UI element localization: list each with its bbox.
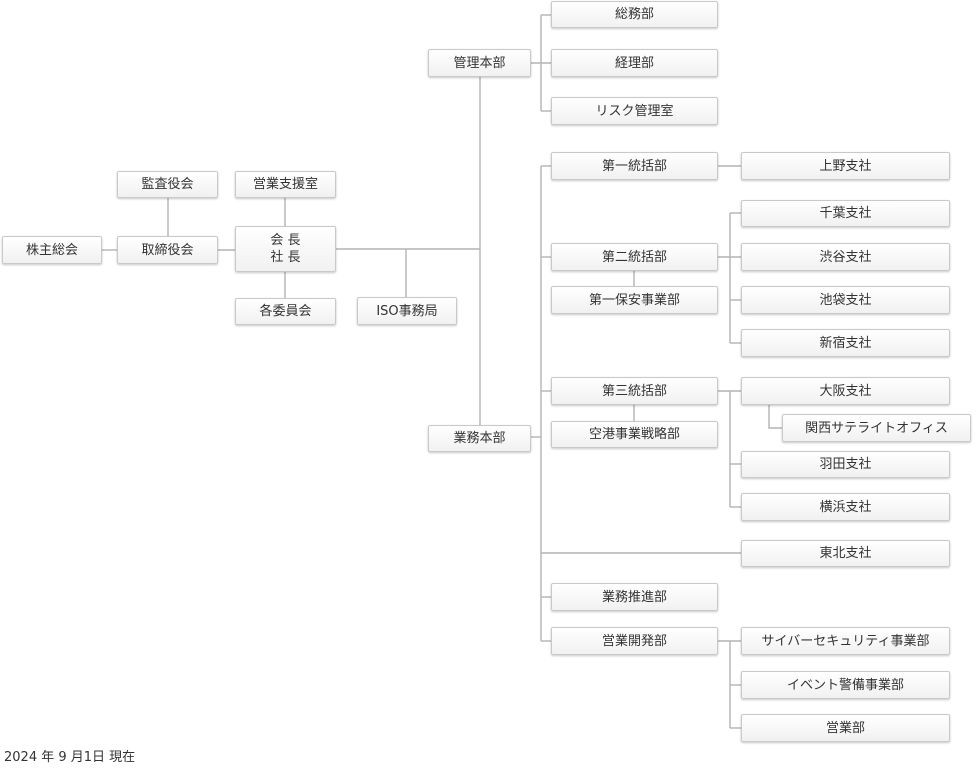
president-label: 社 長: [270, 250, 301, 265]
security-division-1-label: 第一保安事業部: [588, 292, 680, 308]
chairman-label: 会 長: [270, 233, 301, 248]
audit-board-label: 監査役会: [141, 177, 194, 192]
committees-box: 各委員会: [235, 298, 336, 325]
tohoku-branch-box: 東北支社: [741, 540, 950, 567]
security-division-1-box: 第一保安事業部: [551, 286, 718, 314]
yokohama-branch-label: 横浜支社: [819, 499, 872, 515]
board-of-directors-label: 取締役会: [141, 242, 194, 258]
board-of-directors-box: 取締役会: [117, 236, 218, 264]
sales-dept-box: 営業部: [741, 714, 950, 742]
as-of-date: 2024 年 9 月1日 現在: [4, 750, 136, 765]
admin-hq-label: 管理本部: [453, 55, 506, 71]
event-security-box: イベント警備事業部: [741, 671, 950, 699]
yokohama-branch-box: 横浜支社: [741, 493, 950, 521]
chiba-branch-box: 千葉支社: [741, 200, 950, 227]
airport-strategy-box: 空港事業戦略部: [551, 421, 718, 448]
event-security-label: イベント警備事業部: [786, 677, 904, 693]
shareholders-meeting-label: 株主総会: [25, 242, 78, 258]
sales-support-office-box: 営業支援室: [235, 171, 336, 198]
kansai-satellite-label: 関西サテライトオフィス: [805, 420, 948, 436]
sales-support-office-label: 営業支援室: [252, 177, 318, 192]
ops-division-1-box: 第一統括部: [551, 152, 718, 180]
ueno-branch-label: 上野支社: [819, 158, 872, 174]
general-affairs-box: 総務部: [551, 1, 718, 28]
admin-hq-box: 管理本部: [428, 49, 531, 77]
committees-label: 各委員会: [259, 304, 312, 319]
shibuya-branch-label: 渋谷支社: [819, 249, 872, 265]
chiba-branch-label: 千葉支社: [819, 206, 872, 221]
ops-division-3-label: 第三統括部: [601, 383, 667, 399]
ops-hq-label: 業務本部: [453, 431, 506, 446]
audit-board-box: 監査役会: [117, 171, 218, 198]
haneda-branch-box: 羽田支社: [741, 451, 950, 478]
ops-promotion-box: 業務推進部: [551, 583, 718, 611]
sales-dept-label: 営業部: [825, 720, 865, 736]
ops-division-1-label: 第一統括部: [601, 158, 667, 174]
chairman-president-box: 会 長 社 長: [235, 226, 336, 272]
accounting-label: 経理部: [614, 55, 654, 71]
sales-development-label: 営業開発部: [601, 633, 667, 649]
shareholders-meeting-box: 株主総会: [2, 236, 102, 264]
general-affairs-label: 総務部: [614, 7, 654, 22]
ops-division-2-box: 第二統括部: [551, 243, 718, 271]
ikebukuro-branch-box: 池袋支社: [741, 286, 950, 314]
shinjuku-branch-label: 新宿支社: [819, 335, 872, 351]
cyber-security-label: サイバーセキュリティ事業部: [761, 633, 930, 649]
risk-management-box: リスク管理室: [551, 97, 718, 125]
kansai-satellite-box: 関西サテライトオフィス: [782, 414, 971, 442]
accounting-box: 経理部: [551, 49, 718, 77]
osaka-branch-box: 大阪支社: [741, 377, 950, 405]
cyber-security-box: サイバーセキュリティ事業部: [741, 627, 950, 655]
shinjuku-branch-box: 新宿支社: [741, 329, 950, 357]
airport-strategy-label: 空港事業戦略部: [588, 427, 680, 442]
ueno-branch-box: 上野支社: [741, 152, 950, 180]
ops-promotion-label: 業務推進部: [601, 589, 667, 605]
osaka-branch-label: 大阪支社: [819, 383, 872, 399]
ops-division-3-box: 第三統括部: [551, 377, 718, 405]
ikebukuro-branch-label: 池袋支社: [819, 292, 872, 308]
shibuya-branch-box: 渋谷支社: [741, 243, 950, 271]
risk-management-label: リスク管理室: [595, 103, 674, 119]
sales-development-box: 営業開発部: [551, 627, 718, 655]
tohoku-branch-label: 東北支社: [819, 546, 872, 561]
iso-office-box: ISO事務局: [357, 297, 457, 325]
haneda-branch-label: 羽田支社: [819, 457, 872, 472]
iso-office-label: ISO事務局: [376, 303, 438, 319]
ops-division-2-label: 第二統括部: [601, 249, 667, 265]
ops-hq-box: 業務本部: [428, 425, 531, 452]
